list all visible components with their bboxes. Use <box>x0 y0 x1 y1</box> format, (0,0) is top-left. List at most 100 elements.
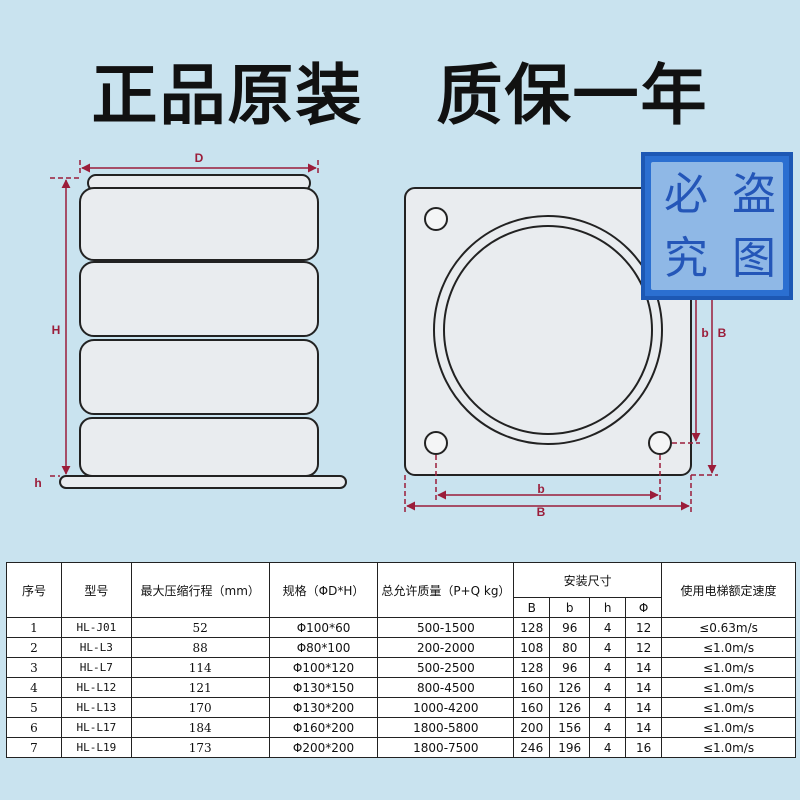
header-index: 序号 <box>6 562 62 618</box>
cell-b: 80 <box>549 637 591 658</box>
headline-left: 正品原装 <box>91 56 364 134</box>
cell-h: 4 <box>589 717 627 738</box>
cell-index: 6 <box>6 717 62 738</box>
cell-index: 1 <box>6 617 62 638</box>
cell-B: 246 <box>513 737 551 758</box>
cell-h: 4 <box>589 657 627 678</box>
cell-h: 4 <box>589 737 627 758</box>
cell-speed: ≤0.63m/s <box>661 617 796 638</box>
cell-b: 196 <box>549 737 591 758</box>
side-base-plate <box>59 475 347 489</box>
label-height: H <box>52 323 61 337</box>
cell-index: 4 <box>6 677 62 698</box>
cell-stroke: 170 <box>130 697 270 718</box>
header-install-B: B <box>513 597 551 618</box>
cell-speed: ≤1.0m/s <box>661 737 796 758</box>
side-ring-3 <box>79 339 319 415</box>
header-load: 总允许质量（P+Q kg） <box>377 562 515 618</box>
cell-stroke: 184 <box>130 717 270 738</box>
header-install-phi: Φ <box>625 597 663 618</box>
top-hole-br <box>648 431 672 455</box>
header-install: 安装尺寸 <box>513 562 663 598</box>
table-row: 3 HL-L7 114 Φ100*120 500-2500 128 96 4 1… <box>6 657 796 678</box>
cell-model: HL-L17 <box>60 717 132 738</box>
cell-stroke: 88 <box>130 637 270 658</box>
cell-model: HL-L13 <box>60 697 132 718</box>
cell-spec: Φ200*200 <box>268 737 379 758</box>
cell-B: 160 <box>513 697 551 718</box>
header-max-stroke: 最大压缩行程（mm） <box>130 562 270 618</box>
top-inner-ring <box>443 225 653 435</box>
label-B-horizontal: B <box>537 505 546 519</box>
cell-spec: Φ130*150 <box>268 677 379 698</box>
cell-stroke: 173 <box>130 737 270 758</box>
cell-index: 5 <box>6 697 62 718</box>
cell-spec: Φ160*200 <box>268 717 379 738</box>
cell-phi: 14 <box>625 717 663 738</box>
top-hole-tl <box>424 207 448 231</box>
cell-model: HL-L12 <box>60 677 132 698</box>
cell-h: 4 <box>589 617 627 638</box>
cell-B: 108 <box>513 637 551 658</box>
cell-load: 1000-4200 <box>377 697 515 718</box>
cell-phi: 12 <box>625 617 663 638</box>
cell-B: 128 <box>513 657 551 678</box>
table-row: 5 HL-L13 170 Φ130*200 1000-4200 160 126 … <box>6 697 796 718</box>
cell-stroke: 114 <box>130 657 270 678</box>
cell-spec: Φ100*120 <box>268 657 379 678</box>
cell-b: 126 <box>549 697 591 718</box>
seal-char-1: 盗 <box>732 169 776 220</box>
cell-B: 128 <box>513 617 551 638</box>
cell-index: 7 <box>6 737 62 758</box>
side-ring-4 <box>79 417 319 477</box>
label-b-vertical: b <box>701 326 708 340</box>
cell-load: 500-2500 <box>377 657 515 678</box>
cell-h: 4 <box>589 637 627 658</box>
cell-model: HL-L19 <box>60 737 132 758</box>
header-model: 型号 <box>60 562 132 618</box>
cell-b: 156 <box>549 717 591 738</box>
label-B-vertical: B <box>718 326 727 340</box>
seal-char-2: 必 <box>664 169 708 220</box>
table-row: 2 HL-L3 88 Φ80*100 200-2000 108 80 4 12 … <box>6 637 796 658</box>
spec-table: 序号 型号 最大压缩行程（mm） 规格（ΦD*H） 总允许质量（P+Q kg） … <box>6 562 796 758</box>
cell-phi: 14 <box>625 677 663 698</box>
cell-phi: 16 <box>625 737 663 758</box>
cell-phi: 12 <box>625 637 663 658</box>
side-dimensions <box>50 160 319 477</box>
headline: 正品原装 质保一年 <box>0 42 800 138</box>
headline-right: 质保一年 <box>436 56 709 134</box>
label-base: h <box>34 476 41 490</box>
label-diameter: D <box>195 151 204 165</box>
cell-index: 3 <box>6 657 62 678</box>
seal-char-4: 究 <box>664 233 708 284</box>
top-hole-bl <box>424 431 448 455</box>
cell-load: 1800-5800 <box>377 717 515 738</box>
cell-stroke: 52 <box>130 617 270 638</box>
header-speed: 使用电梯额定速度 <box>661 562 796 618</box>
table-row: 6 HL-L17 184 Φ160*200 1800-5800 200 156 … <box>6 717 796 738</box>
technical-drawing: D H h b B b B <box>34 151 727 519</box>
table-row: 7 HL-L19 173 Φ200*200 1800-7500 246 196 … <box>6 737 796 758</box>
seal-char-3: 图 <box>732 233 776 284</box>
cell-model: HL-J01 <box>60 617 132 638</box>
side-ring-2 <box>79 261 319 337</box>
cell-speed: ≤1.0m/s <box>661 697 796 718</box>
cell-b: 126 <box>549 677 591 698</box>
side-ring-1 <box>79 187 319 261</box>
seal-stamp: 盗 必 图 究 <box>641 152 793 300</box>
cell-speed: ≤1.0m/s <box>661 677 796 698</box>
cell-phi: 14 <box>625 697 663 718</box>
cell-index: 2 <box>6 637 62 658</box>
cell-spec: Φ80*100 <box>268 637 379 658</box>
cell-spec: Φ100*60 <box>268 617 379 638</box>
cell-model: HL-L3 <box>60 637 132 658</box>
side-view <box>59 174 347 489</box>
top-view <box>404 187 692 476</box>
cell-spec: Φ130*200 <box>268 697 379 718</box>
cell-B: 200 <box>513 717 551 738</box>
cell-load: 500-1500 <box>377 617 515 638</box>
label-b-horizontal: b <box>537 482 544 496</box>
cell-speed: ≤1.0m/s <box>661 637 796 658</box>
cell-b: 96 <box>549 617 591 638</box>
